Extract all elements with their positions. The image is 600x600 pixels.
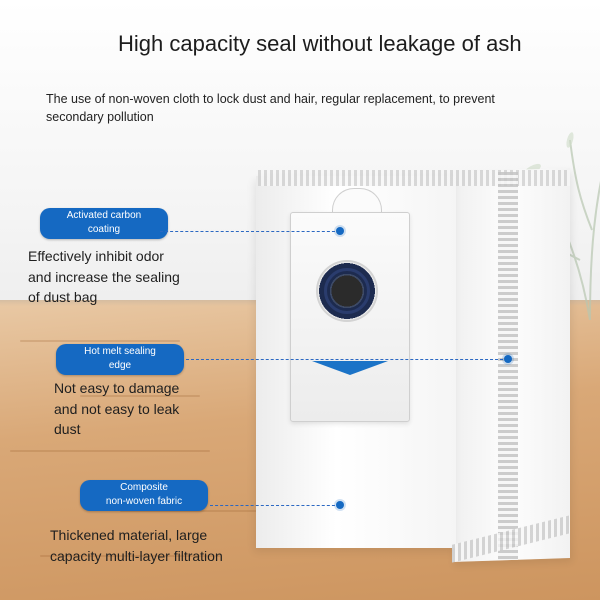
page-title: High capacity seal without leakage of as… — [118, 31, 522, 56]
carbon-seal-ring — [324, 268, 370, 314]
callout-dot-activated-carbon — [336, 227, 344, 235]
insert-arrow-icon — [312, 361, 388, 375]
feature-note-non-woven: Thickened material, large capacity multi… — [50, 527, 223, 564]
feature-note-hot-melt: Not easy to damage and not easy to leak … — [54, 380, 180, 437]
feature-badge-activated-carbon: Activated carbon coating — [40, 208, 168, 239]
callout-dot-non-woven — [336, 501, 344, 509]
leader-line-activated-carbon — [160, 231, 340, 232]
feature-badge-non-woven: Composite non-woven fabric — [80, 480, 208, 511]
page-description: The use of non-woven cloth to lock dust … — [46, 92, 495, 124]
leader-line-hot-melt — [186, 359, 508, 360]
callout-dot-hot-melt — [504, 355, 512, 363]
bag-top-seam — [258, 170, 570, 186]
feature-note-activated-carbon: Effectively inhibit odor and increase th… — [28, 248, 180, 305]
cardboard-panel — [290, 212, 410, 422]
leader-line-non-woven — [210, 505, 340, 506]
hot-melt-seam — [498, 172, 518, 560]
feature-badge-hot-melt: Hot melt sealing edge — [56, 344, 184, 375]
